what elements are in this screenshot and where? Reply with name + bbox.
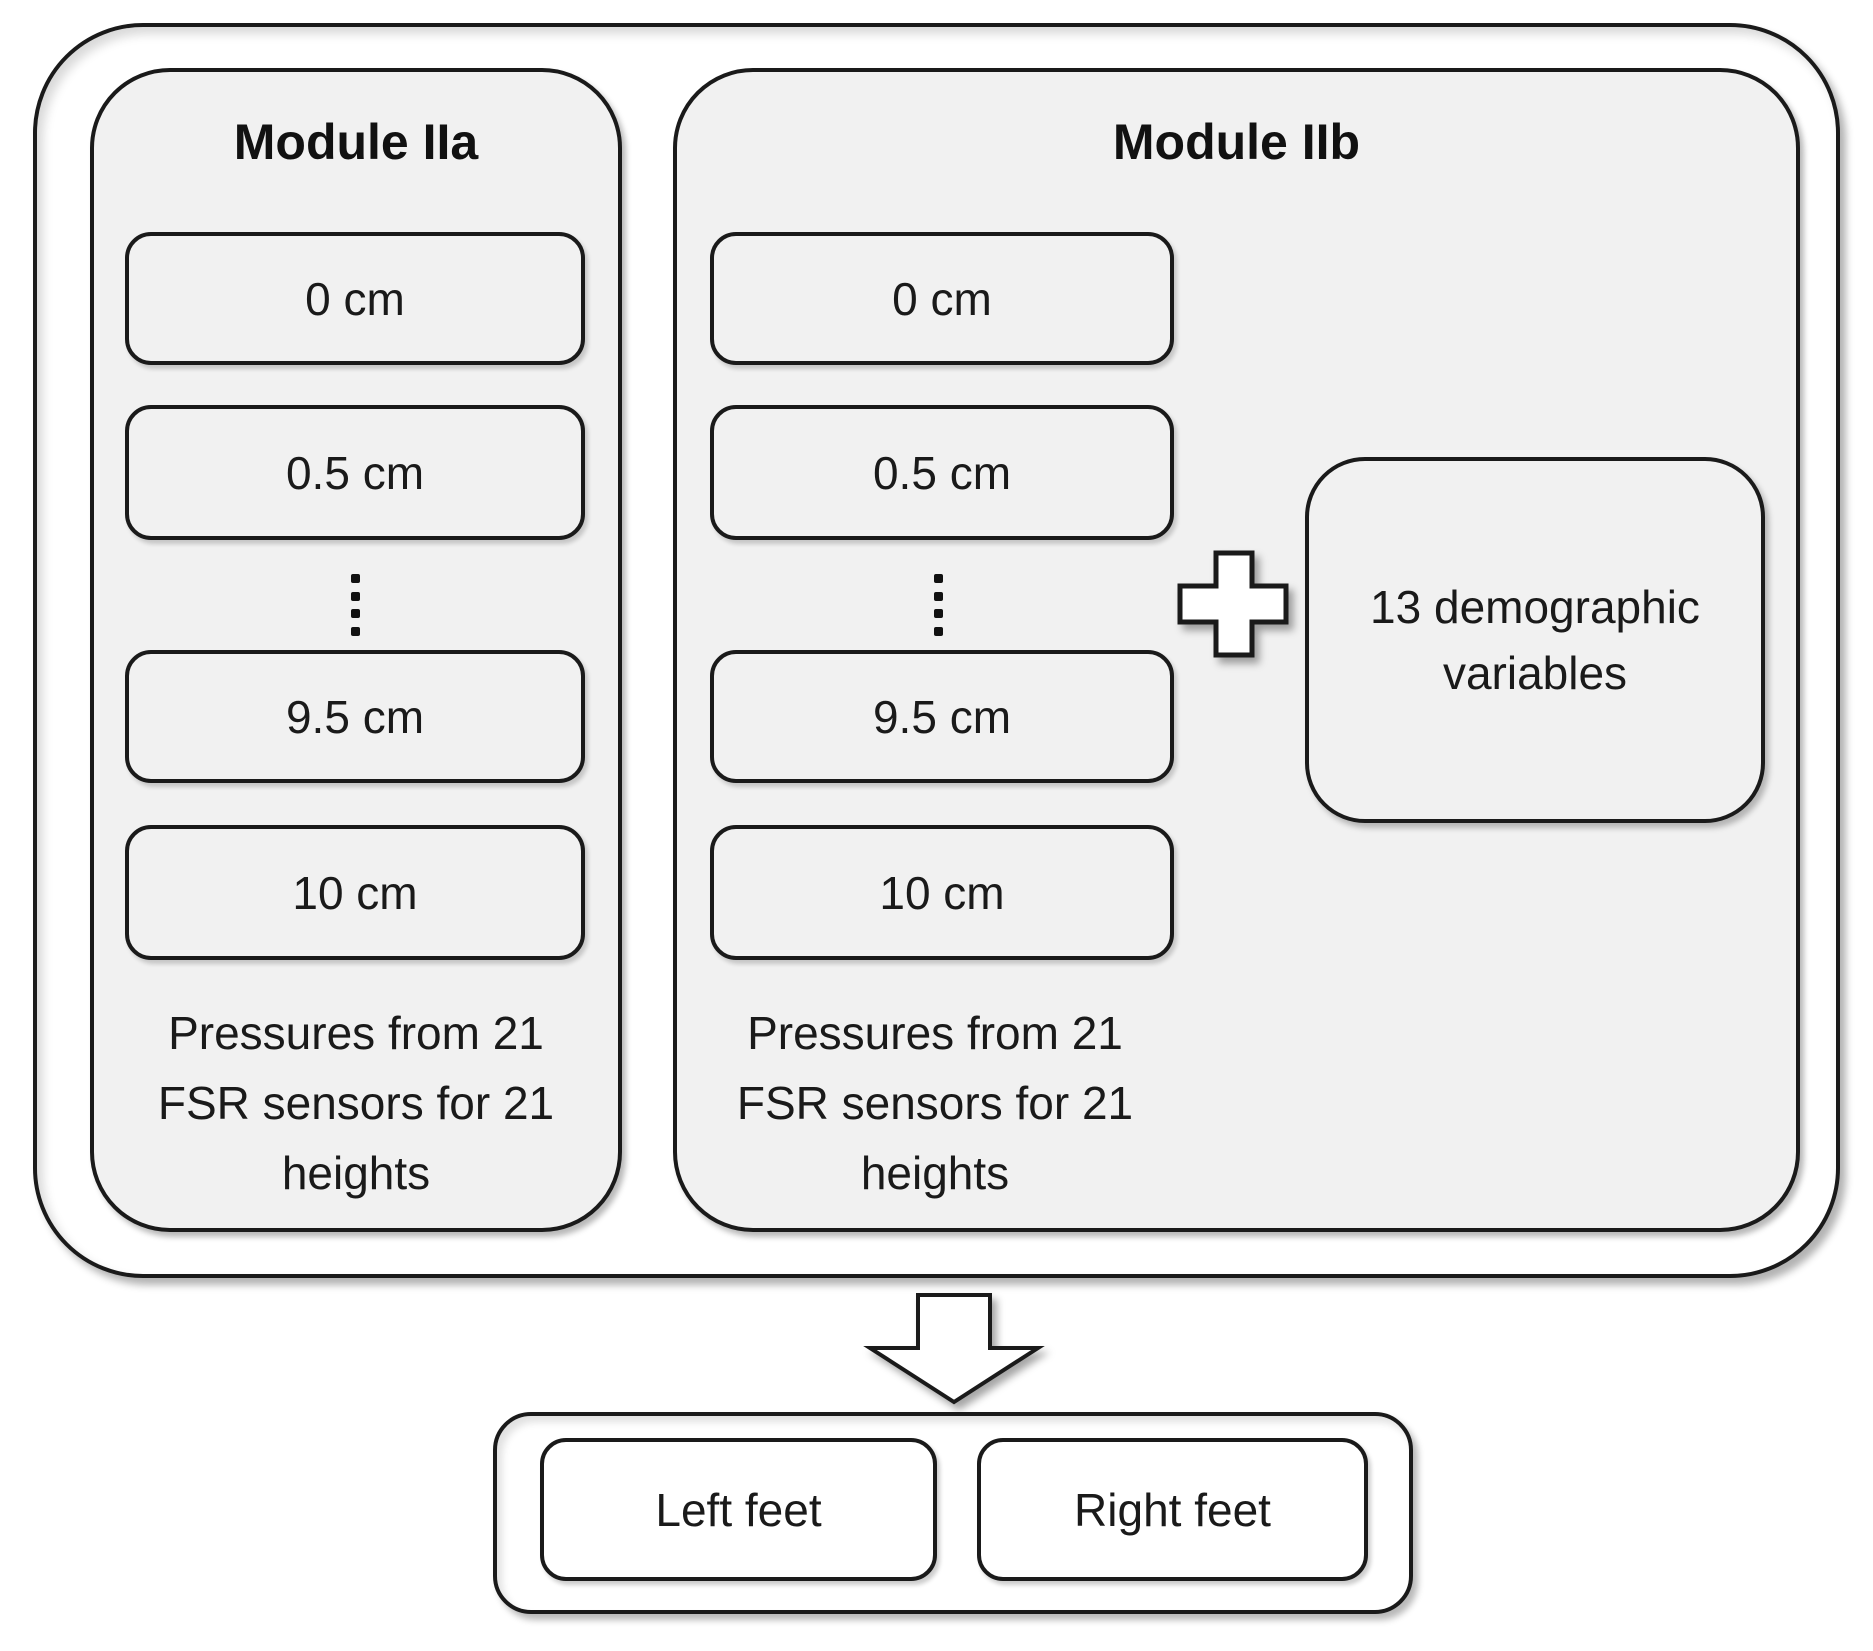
height-box-05cm: 0.5 cm (125, 405, 585, 540)
height-box-label: 9.5 cm (285, 690, 425, 743)
caption-line: heights (281, 1147, 431, 1199)
height-box-0cm: 0 cm (125, 232, 585, 365)
caption-line: Pressures from 21 (168, 1007, 544, 1059)
vertical-ellipsis-icon (125, 574, 585, 636)
feet-output-container: Left feet Right feet (493, 1412, 1413, 1614)
right-feet-label: Right feet (1074, 1483, 1271, 1536)
height-box-10cm: 10 cm (125, 825, 585, 960)
height-box-label: 10 cm (879, 866, 1005, 919)
height-box-label: 10 cm (292, 866, 418, 919)
height-box-label: 0.5 cm (285, 446, 425, 499)
height-box-0cm: 0 cm (710, 232, 1174, 365)
caption-line: FSR sensors for 21 (736, 1077, 1134, 1129)
modules-container: Module IIa 0 cm 0.5 cm 9.5 cm 10 cm Pres… (33, 23, 1840, 1278)
left-feet-box: Left feet (540, 1438, 937, 1581)
module-iib: Module IIb 0 cm 0.5 cm 9.5 cm 10 cm Pres… (673, 68, 1800, 1232)
height-box-95cm: 9.5 cm (710, 650, 1174, 783)
plus-icon (1177, 550, 1289, 658)
height-box-95cm: 9.5 cm (125, 650, 585, 783)
left-feet-label: Left feet (655, 1483, 822, 1536)
demographics-box: 13 demographic variables (1305, 457, 1765, 823)
module-iia-caption: Pressures from 21 FSR sensors for 21 hei… (94, 998, 618, 1208)
height-box-label: 0 cm (892, 272, 992, 325)
caption-line: FSR sensors for 21 (157, 1077, 555, 1129)
module-iib-caption: Pressures from 21 FSR sensors for 21 hei… (685, 998, 1185, 1208)
caption-line: Pressures from 21 (747, 1007, 1123, 1059)
height-box-label: 0.5 cm (872, 446, 1012, 499)
module-iib-title: Module IIb (1112, 114, 1361, 170)
demographics-line: 13 demographic (1370, 581, 1700, 633)
caption-line: heights (860, 1147, 1010, 1199)
height-box-label: 0 cm (305, 272, 405, 325)
right-feet-box: Right feet (977, 1438, 1368, 1581)
demographics-line: variables (1442, 647, 1628, 699)
height-box-05cm: 0.5 cm (710, 405, 1174, 540)
module-iia-title: Module IIa (233, 114, 479, 170)
height-box-10cm: 10 cm (710, 825, 1174, 960)
down-arrow-icon (860, 1292, 1046, 1408)
module-iia: Module IIa 0 cm 0.5 cm 9.5 cm 10 cm Pres… (90, 68, 622, 1232)
height-box-label: 9.5 cm (872, 690, 1012, 743)
vertical-ellipsis-icon (710, 574, 1166, 636)
